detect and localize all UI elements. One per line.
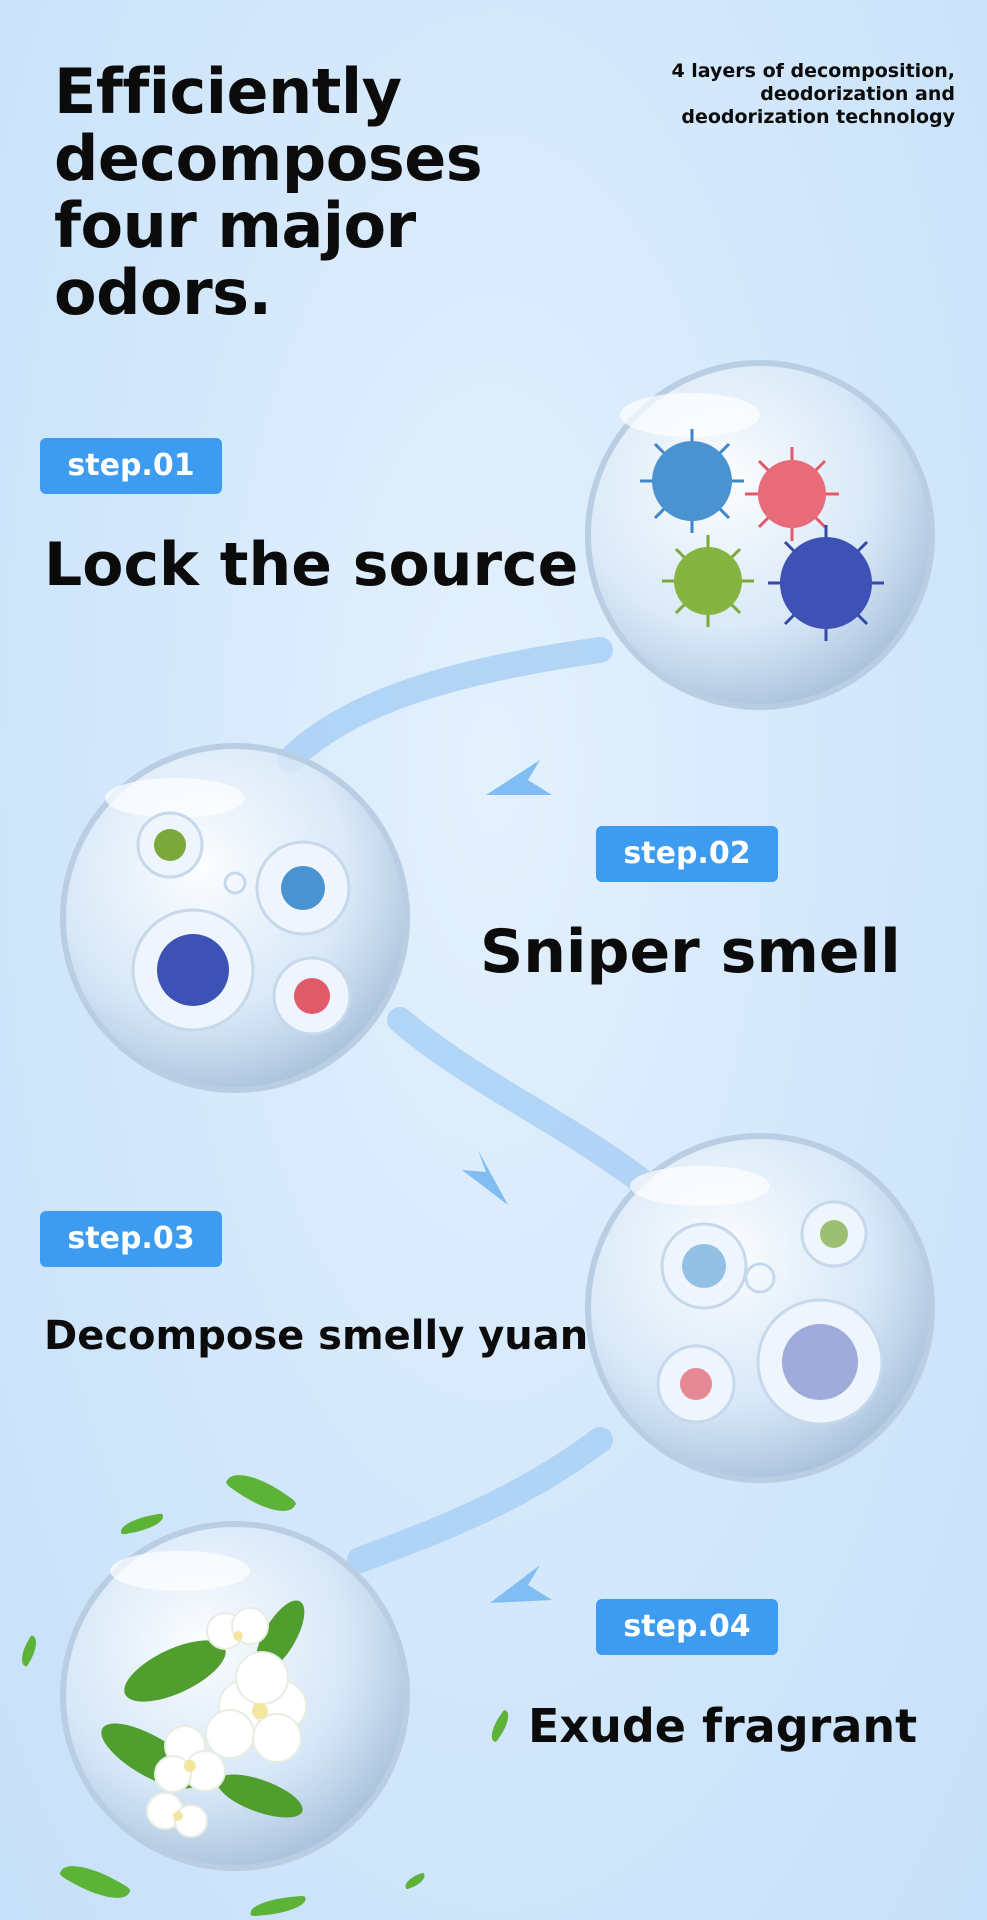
- flow-arrow-icon: [462, 1150, 508, 1205]
- technology-subtitle: 4 layers of decomposition, deodorization…: [671, 60, 955, 128]
- step-title: Exude fragrant: [528, 1699, 918, 1753]
- step-badge: step.04: [596, 1599, 778, 1655]
- virus-cluster-bubble-icon: [585, 360, 935, 710]
- virus-cells-bubble-icon: [60, 743, 410, 1093]
- page-title: Efficiently decomposes four major odors.: [54, 55, 483, 329]
- step-badge: step.01: [40, 438, 222, 494]
- step-title: Decompose smelly yuan: [44, 1313, 589, 1359]
- dissolving-particles-bubble-icon: [585, 1133, 935, 1483]
- step-badge: step.03: [40, 1211, 222, 1267]
- step-badge: step.02: [596, 826, 778, 882]
- step-title: Lock the source: [44, 530, 579, 600]
- step-title: Sniper smell: [480, 917, 901, 987]
- jasmine-flower-bubble-icon: [60, 1521, 410, 1871]
- flow-arrow-icon: [490, 1565, 552, 1603]
- flow-arrow-icon: [486, 760, 552, 795]
